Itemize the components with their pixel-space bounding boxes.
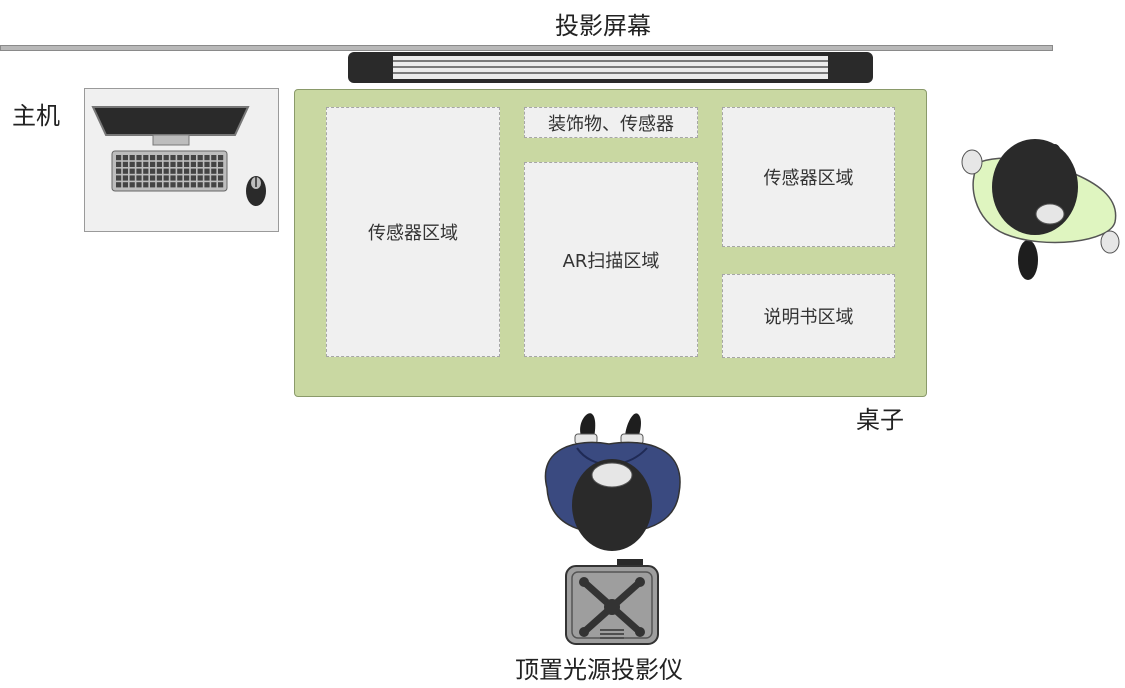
table: 传感器区域 装饰物、传感器 AR扫描区域 传感器区域 说明书区域 <box>294 89 927 397</box>
host-computer <box>84 88 279 232</box>
screen-bar <box>0 45 1053 51</box>
person-standing-icon <box>961 139 1120 280</box>
keyboard-icon <box>111 150 228 192</box>
mouse-icon <box>246 176 266 206</box>
host-label: 主机 <box>12 102 60 130</box>
person-seated-icon <box>544 413 681 551</box>
projector-device-icon <box>565 559 659 645</box>
zone-sensor-right: 传感器区域 <box>722 107 895 247</box>
projector-label: 顶置光源投影仪 <box>515 656 683 684</box>
screen-roll-icon <box>348 52 873 83</box>
table-label: 桌子 <box>856 406 904 434</box>
zone-manual: 说明书区域 <box>722 274 895 358</box>
zone-ar-scan: AR扫描区域 <box>524 162 698 357</box>
zone-decor: 装饰物、传感器 <box>524 107 698 138</box>
monitor-icon <box>91 106 250 146</box>
zone-sensor-left: 传感器区域 <box>326 107 500 357</box>
screen-label: 投影屏幕 <box>555 12 651 40</box>
